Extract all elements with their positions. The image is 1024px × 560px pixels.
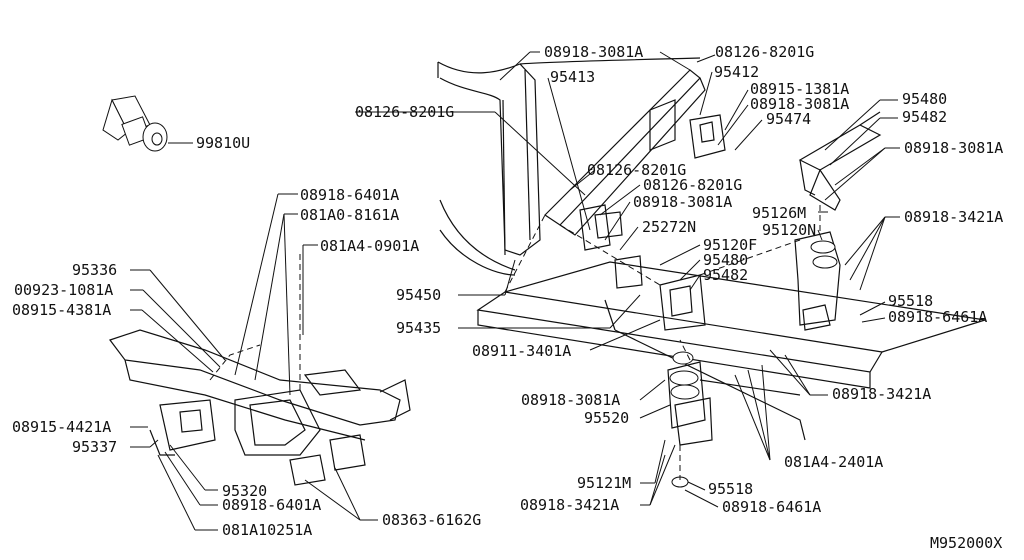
- callout-08918-3421a-bottom: 08918-3421A: [520, 496, 619, 514]
- diagram-code: M952000X: [930, 534, 1002, 552]
- callout-08918-3421a-right: 08918-3421A: [904, 208, 1003, 226]
- callout-95520: 95520: [584, 409, 629, 427]
- callout-08126-8201g-mid2: 08126-8201G: [643, 176, 742, 194]
- part-lower-mount: [667, 351, 713, 488]
- callout-95413: 95413: [550, 68, 595, 86]
- callout-081a10251a: 081A10251A: [222, 521, 312, 539]
- callout-labels: 99810U 08918-6401A 081A0-8161A 081A4-090…: [12, 43, 1003, 552]
- callout-08918-6461a-right: 08918-6461A: [888, 308, 987, 326]
- part-engine-crossmember: [109, 329, 411, 486]
- callout-95480-mid: 95480: [703, 251, 748, 269]
- part-cab-rear-panel: [437, 57, 701, 276]
- callout-08918-3081a-right: 08918-3081A: [904, 139, 1003, 157]
- callout-081a4-2401a: 081A4-2401A: [784, 453, 883, 471]
- callout-08918-3081a-lower: 08918-3081A: [521, 391, 620, 409]
- callout-95482-right: 95482: [902, 108, 947, 126]
- callout-08126-8201g-left: 08126-8201G: [355, 103, 454, 121]
- callout-95480-right: 95480: [902, 90, 947, 108]
- callout-95337: 95337: [72, 438, 117, 456]
- callout-95412: 95412: [714, 63, 759, 81]
- callout-95120f: 95120F: [703, 236, 757, 254]
- part-upper-crossmember: [544, 69, 726, 251]
- leader-lines: [130, 51, 900, 531]
- callout-08126-8201g-top: 08126-8201G: [715, 43, 814, 61]
- callout-08918-3081a-upper: 08918-3081A: [750, 95, 849, 113]
- phantom-lines: [209, 205, 821, 480]
- callout-95126m: 95126M: [752, 204, 806, 222]
- callout-08915-4381a: 08915-4381A: [12, 301, 111, 319]
- callout-95336: 95336: [72, 261, 117, 279]
- callout-95450: 95450: [396, 286, 441, 304]
- callout-25272n: 25272N: [642, 218, 696, 236]
- part-99810u-bushing: [102, 95, 193, 152]
- callout-08911-3401a: 08911-3401A: [472, 342, 571, 360]
- part-right-mount: [794, 231, 841, 331]
- callout-95474: 95474: [766, 110, 811, 128]
- callout-00923-1081a: 00923-1081A: [14, 281, 113, 299]
- callout-95320: 95320: [222, 482, 267, 500]
- callout-95518-bottom: 95518: [708, 480, 753, 498]
- callout-08126-8201g-mid: 08126-8201G: [587, 161, 686, 179]
- callout-08918-3081a-mid: 08918-3081A: [633, 193, 732, 211]
- callout-95435: 95435: [396, 319, 441, 337]
- callout-08363-6162g: 08363-6162G: [382, 511, 481, 529]
- callout-08918-3081a-top: 08918-3081A: [544, 43, 643, 61]
- callout-08918-6401a-bottom: 08918-6401A: [222, 496, 321, 514]
- callout-08915-1381a: 08915-1381A: [750, 80, 849, 98]
- callout-08918-3421a-lower: 08918-3421A: [832, 385, 931, 403]
- callout-95482-mid: 95482: [703, 266, 748, 284]
- callout-081a0-8161a: 081A0-8161A: [300, 206, 399, 224]
- callout-95120n: 95120N: [762, 221, 816, 239]
- part-center-mount: [604, 255, 706, 331]
- callout-08918-6401a-top: 08918-6401A: [300, 186, 399, 204]
- callout-99810u: 99810U: [196, 134, 250, 152]
- callout-08915-4421a: 08915-4421A: [12, 418, 111, 436]
- callout-08918-6461a-bottom: 08918-6461A: [722, 498, 821, 516]
- callout-95518-right: 95518: [888, 292, 933, 310]
- callout-081a4-0901a: 081A4-0901A: [320, 237, 419, 255]
- callout-95121m: 95121M: [577, 474, 631, 492]
